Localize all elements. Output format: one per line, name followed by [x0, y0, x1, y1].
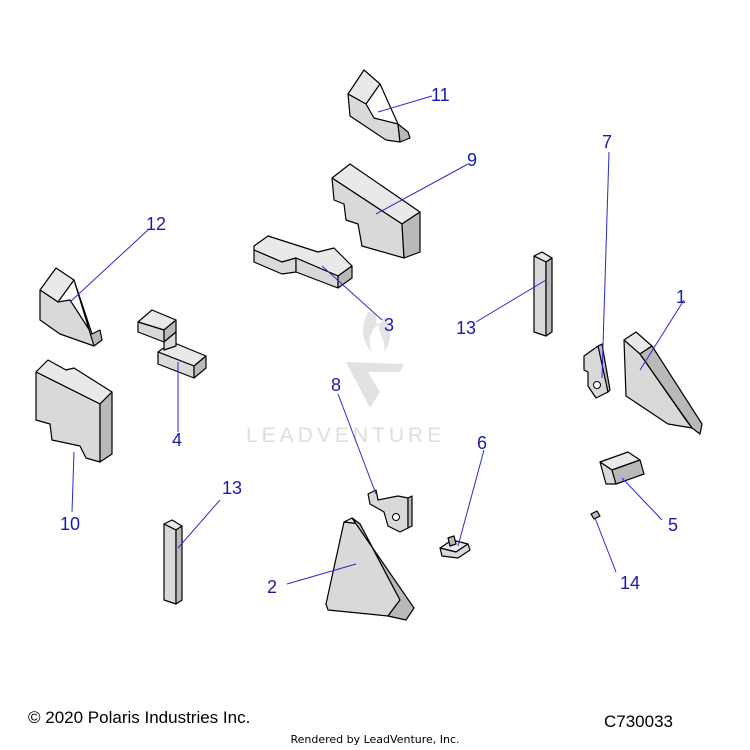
callout-10: 10 — [60, 514, 80, 534]
part-14 — [590, 510, 601, 520]
callout-7: 7 — [602, 132, 612, 152]
rendered-by-text: Rendered by LeadVenture, Inc. — [290, 733, 460, 746]
part-13-lower — [163, 519, 183, 605]
callout-12: 12 — [146, 214, 166, 234]
callout-3: 3 — [384, 315, 394, 335]
part-9 — [331, 163, 421, 259]
part-3 — [253, 235, 353, 289]
part-4 — [137, 309, 207, 379]
part-8 — [367, 489, 413, 533]
leader-lines — [69, 95, 685, 585]
callout-13-lower: 13 — [222, 478, 242, 498]
callout-6: 6 — [477, 433, 487, 453]
part-11 — [347, 69, 411, 143]
callout-2: 2 — [267, 577, 277, 597]
callout-1: 1 — [676, 287, 686, 307]
callout-labels: 11 9 3 12 4 10 13 7 1 8 6 2 5 14 13 — [60, 85, 686, 597]
callout-5: 5 — [668, 515, 678, 535]
callout-9: 9 — [467, 150, 477, 170]
copyright-text: © 2020 Polaris Industries Inc. — [28, 708, 251, 727]
part-7 — [583, 343, 611, 399]
callout-14: 14 — [620, 573, 640, 593]
leadventure-watermark: LEADVENTURE — [246, 312, 445, 447]
part-12 — [39, 267, 103, 347]
part-13-upper — [533, 251, 553, 337]
callout-13-upper: 13 — [456, 318, 476, 338]
callout-4: 4 — [172, 430, 182, 450]
diagram-id: C730033 — [604, 712, 674, 731]
part-2 — [325, 517, 415, 621]
callout-8: 8 — [331, 375, 341, 395]
part-6 — [439, 535, 471, 559]
part-5 — [599, 451, 645, 485]
part-1 — [623, 331, 703, 435]
part-10 — [35, 359, 113, 463]
watermark-text: LEADVENTURE — [246, 424, 445, 447]
callout-11: 11 — [431, 85, 450, 105]
